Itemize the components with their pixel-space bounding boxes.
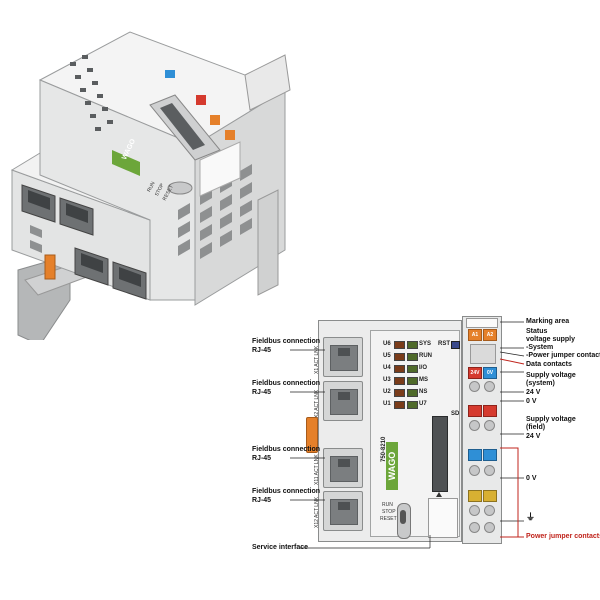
clamp-10[interactable] — [484, 522, 495, 533]
terminal-a1: A1 — [468, 329, 482, 341]
clamp-4[interactable] — [484, 420, 495, 431]
callout-data-contacts: Data contacts — [526, 361, 572, 368]
rst-label: RST — [438, 341, 450, 347]
clamp-7[interactable] — [469, 505, 480, 516]
service-interface-flap[interactable] — [428, 498, 458, 538]
rst-button[interactable] — [451, 341, 460, 349]
switch-label-run: RUN — [382, 502, 393, 508]
rj45-port-x1[interactable] — [323, 337, 363, 377]
led-label-ms: MS — [419, 377, 428, 383]
ground-icon: ⏚ — [526, 512, 536, 522]
led-u2 — [394, 389, 405, 397]
led-sys — [407, 341, 418, 349]
callout-0v-field: 0 V — [526, 475, 537, 482]
callout-status-line4: -Power jumper contacts — [526, 352, 600, 359]
terminal-a2: A2 — [483, 329, 497, 341]
clamp-1[interactable] — [469, 381, 480, 392]
terminal-0v-system: 0V — [483, 367, 497, 379]
led-u4 — [394, 365, 405, 373]
callout-supply-field-line1: Supply voltage — [526, 416, 576, 423]
device-photo — [10, 31, 291, 340]
led-u1 — [394, 401, 405, 409]
sd-eject-arrow-icon — [436, 492, 442, 497]
callout-status-line1: Status — [526, 328, 548, 335]
callout-fieldbus-3-line2: RJ-45 — [252, 455, 272, 462]
callout-fieldbus-1-line2: RJ-45 — [252, 347, 272, 354]
switch-slider-icon — [400, 510, 406, 524]
sd-label: SD — [451, 411, 460, 417]
photo-rj45-ports — [21, 184, 147, 300]
led-label-sys: SYS — [419, 341, 432, 347]
clamp-2[interactable] — [484, 381, 495, 392]
clamp-5[interactable] — [469, 465, 480, 476]
switch-label-reset: RESET — [380, 516, 397, 522]
callout-fieldbus-4-line2: RJ-45 — [252, 497, 272, 504]
led-label-u3: U3 — [383, 377, 391, 383]
terminal-pe-right — [483, 490, 497, 502]
terminal-24v-field-right — [483, 405, 497, 417]
led-label-u4: U4 — [383, 365, 391, 371]
terminal-24v-field-left — [468, 405, 482, 417]
callout-supply-system-24v: 24 V — [526, 389, 541, 396]
led-u6 — [394, 341, 405, 349]
led-label-u6: U6 — [383, 341, 391, 347]
callout-status-line2: voltage supply — [526, 336, 576, 343]
clamp-9[interactable] — [469, 522, 480, 533]
callout-power-jumper: Power jumper contacts — [526, 533, 600, 540]
terminal-0v-field-right — [483, 449, 497, 461]
terminal-0v-field-left — [468, 449, 482, 461]
switch-label-stop: STOP — [382, 509, 396, 515]
callout-supply-field-line2: (field) — [526, 424, 546, 431]
clamp-3[interactable] — [469, 420, 480, 431]
led-label-io: I/O — [419, 365, 428, 371]
led-u5 — [394, 353, 405, 361]
callout-fieldbus-3-line1: Fieldbus connection — [252, 446, 321, 453]
led-io — [407, 365, 418, 373]
callout-marking-area: Marking area — [526, 318, 570, 325]
led-run — [407, 353, 418, 361]
led-label-u1: U1 — [383, 401, 391, 407]
led-u7 — [407, 401, 418, 409]
rj45-port-x12[interactable] — [323, 491, 363, 531]
led-label-ns: NS — [419, 389, 428, 395]
callout-fieldbus-2-line2: RJ-45 — [252, 389, 272, 396]
sd-card-slot[interactable] — [432, 416, 448, 492]
led-u3 — [394, 377, 405, 385]
callout-supply-system-line1: Supply voltage — [526, 372, 576, 379]
terminal-24v-system: 24V — [468, 367, 482, 379]
callout-fieldbus-4-line1: Fieldbus connection — [252, 488, 321, 495]
led-label-u5: U5 — [383, 353, 391, 359]
led-label-u2: U2 — [383, 389, 391, 395]
clamp-6[interactable] — [484, 465, 495, 476]
callout-supply-system-line2: (system) — [526, 380, 555, 387]
led-ms — [407, 377, 418, 385]
terminal-pe-left — [468, 490, 482, 502]
rj45-port-x2[interactable] — [323, 381, 363, 421]
callout-fieldbus-1-line1: Fieldbus connection — [252, 338, 321, 345]
data-contacts-block — [470, 344, 496, 364]
callout-supply-field-24v: 24 V — [526, 433, 541, 440]
led-label-run: RUN — [419, 353, 432, 359]
callout-status-line3: -System — [526, 344, 554, 351]
callout-supply-system-0v: 0 V — [526, 398, 537, 405]
callout-fieldbus-2-line1: Fieldbus connection — [252, 380, 321, 387]
led-label-u7: U7 — [419, 401, 427, 407]
din-rail-latch[interactable] — [306, 417, 318, 453]
callout-service-interface: Service interface — [252, 544, 309, 551]
led-ns — [407, 389, 418, 397]
rj45-port-x11[interactable] — [323, 448, 363, 488]
marking-area — [466, 318, 498, 328]
clamp-8[interactable] — [484, 505, 495, 516]
